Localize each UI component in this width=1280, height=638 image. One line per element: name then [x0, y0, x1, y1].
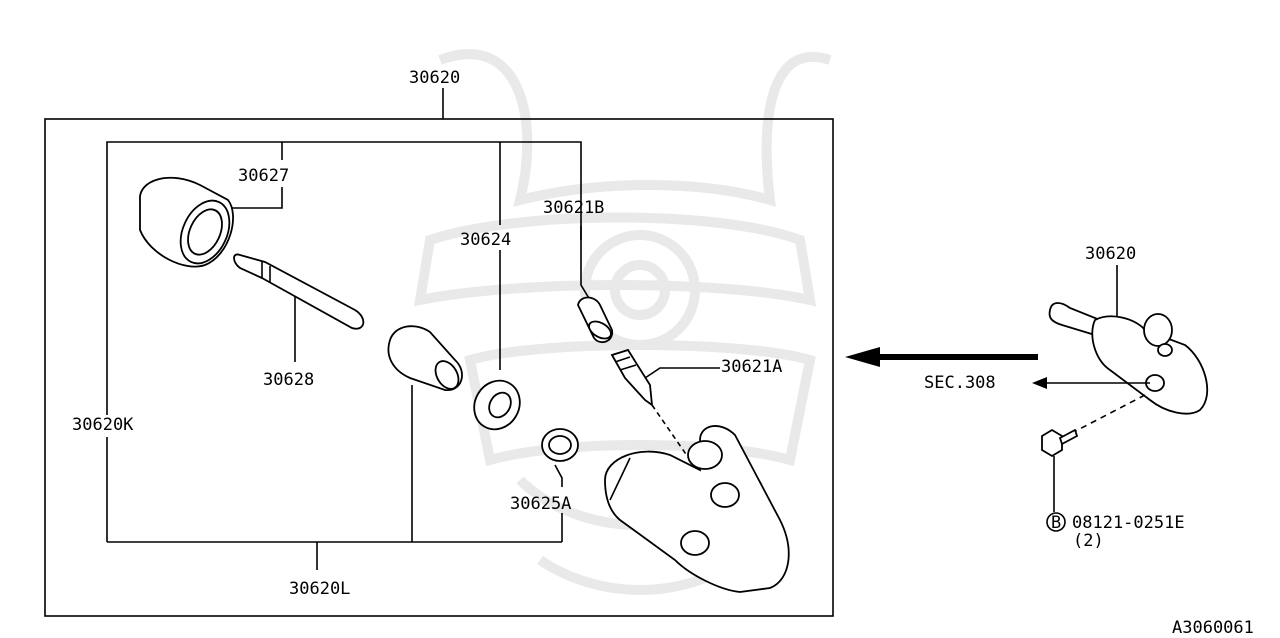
bolt-symbol-circle [1046, 512, 1066, 532]
assembly-frame [44, 118, 834, 617]
bolt-part [1041, 428, 1079, 458]
sec-arrow-head [1032, 377, 1047, 389]
label-push-rod: 30628 [263, 370, 314, 390]
label-assembly-main: 30620 [409, 68, 460, 88]
label-kit-l: 30620L [289, 579, 350, 599]
small-assembly-part [1048, 302, 1209, 415]
direction-arrow [845, 347, 1038, 367]
bleeder-cap-part [577, 296, 613, 344]
push-rod-part [233, 253, 365, 330]
boot-part [139, 176, 234, 268]
label-bolt-part-no: 08121-0251E [1072, 513, 1185, 533]
figure-code: A3060061 [1172, 618, 1254, 638]
piston-part [387, 325, 463, 391]
bolt-symbol: B [1051, 513, 1061, 533]
piston-cup-part [541, 428, 579, 462]
cylinder-body [604, 425, 790, 593]
label-assembly-small: 30620 [1085, 244, 1136, 264]
kit-bracket [106, 141, 720, 570]
label-section-ref: SEC.308 [924, 373, 996, 393]
label-boot: 30627 [238, 166, 289, 186]
seal-ring-part [473, 379, 521, 431]
label-bleeder-screw: 30621A [721, 357, 782, 377]
label-piston: 30624 [460, 230, 511, 250]
label-bolt-qty: (2) [1073, 531, 1104, 551]
bleeder-screw-part [610, 348, 691, 461]
label-kit-k: 30620K [72, 415, 134, 435]
label-bleeder-cap: 30621B [543, 198, 604, 218]
label-piston-cup: 30625A [510, 494, 571, 514]
